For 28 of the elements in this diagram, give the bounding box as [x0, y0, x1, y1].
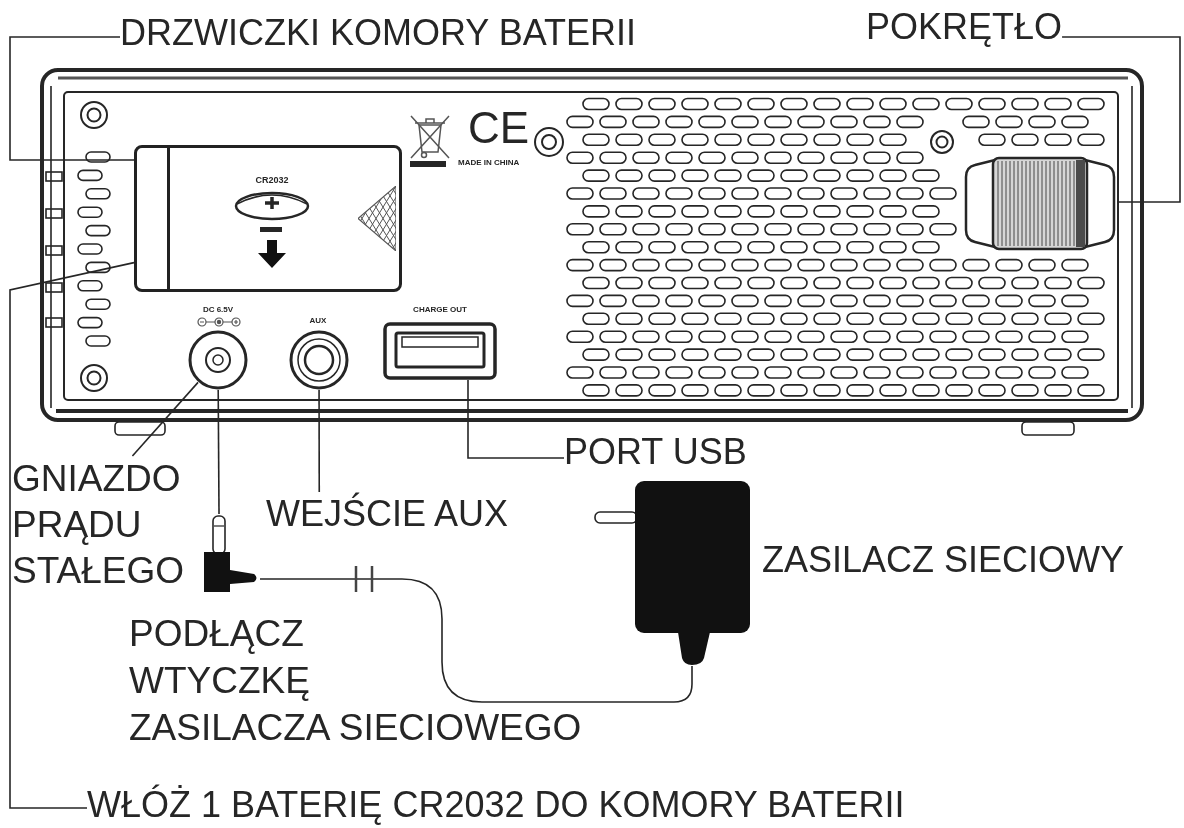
leader-line [318, 389, 321, 493]
dc-power-jack [188, 330, 248, 390]
aux-jack [289, 330, 349, 390]
ce-mark: CE [468, 106, 530, 150]
part-label: ZASILACZ SIECIOWY [762, 538, 1125, 581]
battery-door [134, 145, 402, 292]
port-label: CHARGE OUT [413, 305, 467, 315]
plug-guide-line [217, 389, 220, 515]
leader-line [467, 379, 565, 459]
leader-line [9, 261, 135, 809]
callout-label: DRZWICZKI KOMORY BATERII [120, 11, 637, 54]
callout-label: WŁÓŻ 1 BATERIĘ CR2032 DO KOMORY BATERII [87, 786, 905, 824]
leader-line [9, 36, 135, 161]
callout-label: GNIAZDO PRĄDU STAŁEGO [12, 456, 185, 594]
tuning-knob [963, 155, 1117, 252]
port-label: AUX [309, 316, 327, 326]
power-adapter [592, 478, 752, 666]
leader-line [131, 381, 199, 457]
power-cable [259, 578, 693, 703]
battery-type-label: CR2032 [255, 175, 289, 185]
port-label: DC 6.5V [202, 305, 234, 315]
callout-label: POKRĘTŁO [866, 5, 1063, 48]
callout-label: PORT USB [564, 430, 747, 473]
leader-line [1061, 36, 1181, 203]
instruction-text: PODŁĄCZ WTYCZKĘ ZASILACZA SIECIOWEGO [129, 612, 582, 750]
origin-label: MADE IN CHINA [458, 158, 520, 168]
callout-label: WEJŚCIE AUX [266, 492, 509, 535]
usb-port [383, 322, 497, 380]
